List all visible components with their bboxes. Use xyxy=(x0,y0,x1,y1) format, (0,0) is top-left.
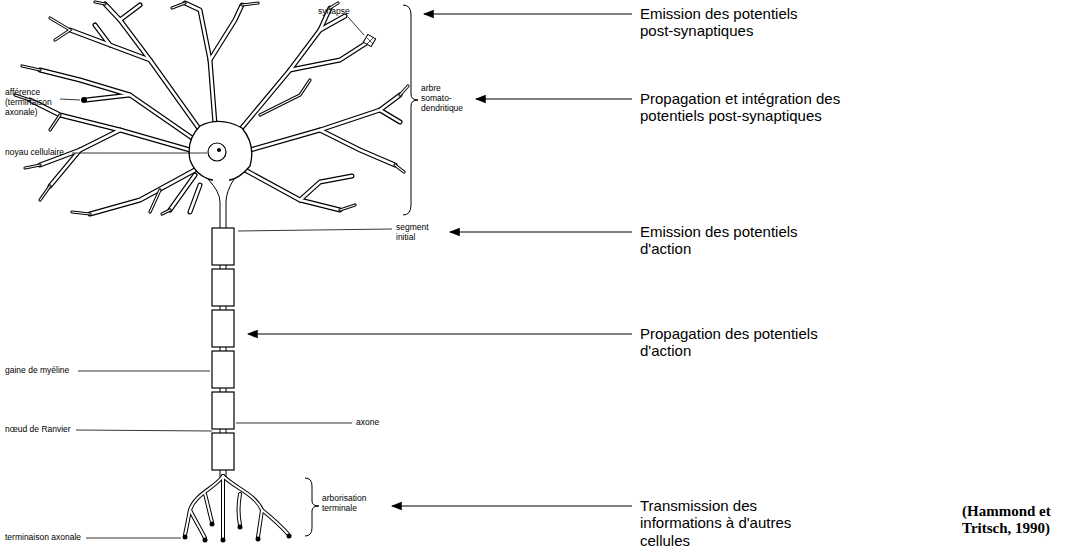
part-label: arbre somato-dendritique xyxy=(421,84,471,113)
part-label: axone xyxy=(356,418,379,428)
part-label: terminaison axonale xyxy=(5,533,81,543)
part-label: afférence (terminaison axonale) xyxy=(5,88,60,117)
function-label: Emission des potentiels d'action xyxy=(640,223,818,258)
part-label: noyau cellulaire xyxy=(5,148,64,158)
part-label: segment initial xyxy=(396,223,438,243)
part-label: nœud de Ranvier xyxy=(5,425,71,435)
part-label: arborisation terminale xyxy=(322,494,380,514)
part-label: synapse xyxy=(318,7,350,17)
function-label: Propagation et intégration des potentiel… xyxy=(640,90,872,125)
function-label: Propagation des potentiels d'action xyxy=(640,325,838,360)
function-label: Emission des potentiels post-synaptiques xyxy=(640,5,818,40)
part-label: gaine de myéline xyxy=(5,366,69,376)
source-caption: (Hammond et Tritsch, 1990) xyxy=(962,503,1077,538)
function-label: Transmission des informations à d'autres… xyxy=(640,497,812,549)
